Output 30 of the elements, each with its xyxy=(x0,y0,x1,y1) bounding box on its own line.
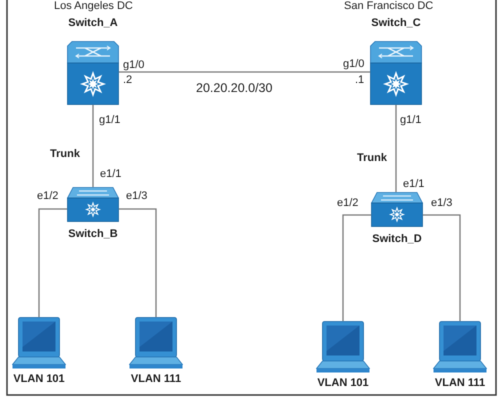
port-label: e1/3 xyxy=(431,197,452,210)
device-label: Switch_A xyxy=(68,17,118,30)
port-label: g1/1 xyxy=(99,114,120,127)
host-label: VLAN 101 xyxy=(317,377,369,390)
port-label: g1/0 xyxy=(343,58,364,71)
connection-line xyxy=(395,105,397,192)
connection-line xyxy=(423,214,461,321)
subnet-label: 20.20.20.0/30 xyxy=(196,82,272,95)
address-label: .1 xyxy=(355,74,364,87)
site-label: San Francisco DC xyxy=(344,0,434,13)
host-label: VLAN 111 xyxy=(130,373,182,386)
port-label: g1/1 xyxy=(400,114,422,127)
site-label: Los Angeles DC xyxy=(54,0,133,13)
connection-line xyxy=(38,208,67,317)
connection-line xyxy=(342,214,371,321)
device-label: Switch_B xyxy=(68,228,118,241)
port-label: e1/3 xyxy=(126,190,148,203)
connection-line xyxy=(119,208,157,317)
port-label: g1/0 xyxy=(123,59,144,72)
device-label: Switch_D xyxy=(372,233,422,246)
address-label: .2 xyxy=(123,74,132,87)
device-label: Switch_C xyxy=(371,17,421,30)
port-label: e1/2 xyxy=(37,190,58,203)
port-label: e1/1 xyxy=(403,178,424,191)
host-label: VLAN 111 xyxy=(434,377,486,390)
connection-line xyxy=(92,105,94,187)
host-label: VLAN 101 xyxy=(13,373,65,386)
connection-line xyxy=(119,71,370,73)
port-label: e1/2 xyxy=(337,197,358,210)
port-label: e1/1 xyxy=(100,168,122,181)
